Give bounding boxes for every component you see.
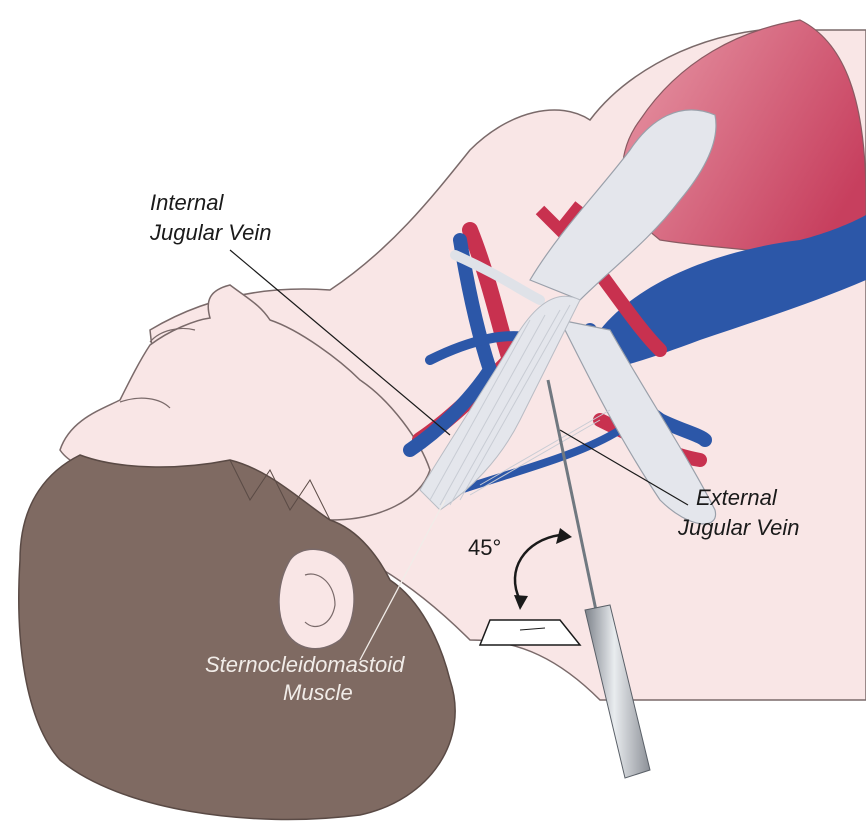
ear xyxy=(279,549,354,648)
internal-jugular-label-line1: Internal xyxy=(150,190,224,215)
external-jugular-label-line1: External xyxy=(696,485,778,510)
scm-label-line2: Muscle xyxy=(283,680,353,705)
angle-label: 45° xyxy=(468,535,501,560)
scm-label-line1: Sternocleidomastoid xyxy=(205,652,405,677)
external-jugular-label-line2: Jugular Vein xyxy=(677,515,799,540)
internal-jugular-label-line2: Jugular Vein xyxy=(149,220,271,245)
